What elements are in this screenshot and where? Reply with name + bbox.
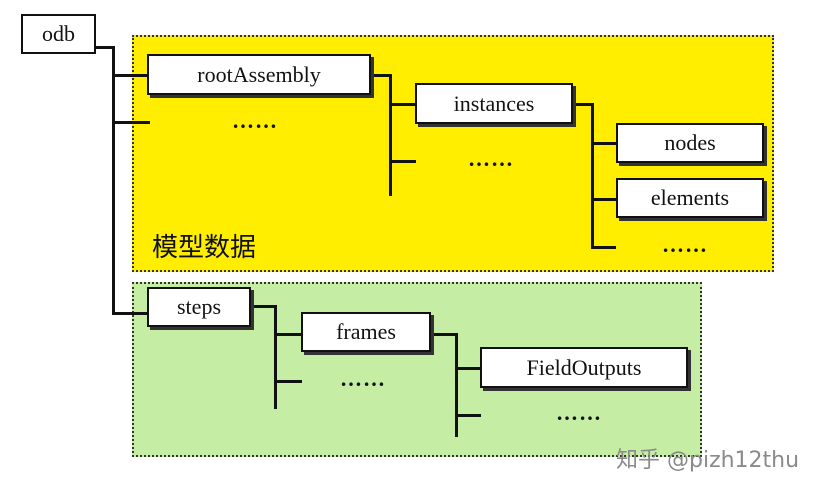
connector-frames-stub (430, 333, 457, 336)
node-frames: frames (301, 312, 431, 352)
connector-odb-stub (95, 46, 114, 49)
ellipsis-instances-siblings: …… (468, 146, 514, 171)
node-instances: instances (415, 83, 573, 124)
connector-odb-trunk (112, 46, 115, 315)
ellipsis-rootassembly-siblings: …… (232, 108, 278, 133)
model-data-label: 模型数据 (152, 233, 257, 263)
node-odb: odb (21, 14, 96, 54)
connector-steps-stub (249, 305, 276, 308)
connector-steps-trunk (274, 305, 277, 409)
connector-inst-stub (572, 103, 593, 106)
connector-ra-more (389, 160, 416, 163)
connector-frames-trunk (455, 333, 458, 437)
node-steps: steps (147, 287, 251, 327)
connector-fieldoutputs (455, 367, 481, 370)
connector-rootassembly (112, 74, 149, 77)
connector-frames (274, 333, 302, 336)
ellipsis-frames-siblings: …… (340, 366, 386, 391)
connector-ra-stub (370, 74, 391, 77)
connector-inst-more (591, 246, 616, 249)
connector-instances (389, 103, 416, 106)
node-fieldoutputs: FieldOutputs (480, 347, 688, 388)
ellipsis-fieldoutputs-siblings: …… (556, 400, 602, 425)
watermark: 知乎 @pizh12thu (616, 448, 800, 473)
connector-nodes (591, 142, 616, 145)
node-elements: elements (616, 178, 764, 218)
connector-steps (112, 312, 148, 315)
node-nodes: nodes (616, 123, 764, 163)
node-rootassembly: rootAssembly (147, 54, 371, 95)
connector-frames-more (455, 414, 481, 417)
connector-odb-more (112, 121, 150, 124)
connector-inst-trunk (591, 103, 594, 249)
connector-elements (591, 198, 616, 201)
ellipsis-elements-siblings: …… (662, 232, 708, 257)
connector-steps-more (274, 380, 302, 383)
connector-ra-trunk (389, 74, 392, 196)
